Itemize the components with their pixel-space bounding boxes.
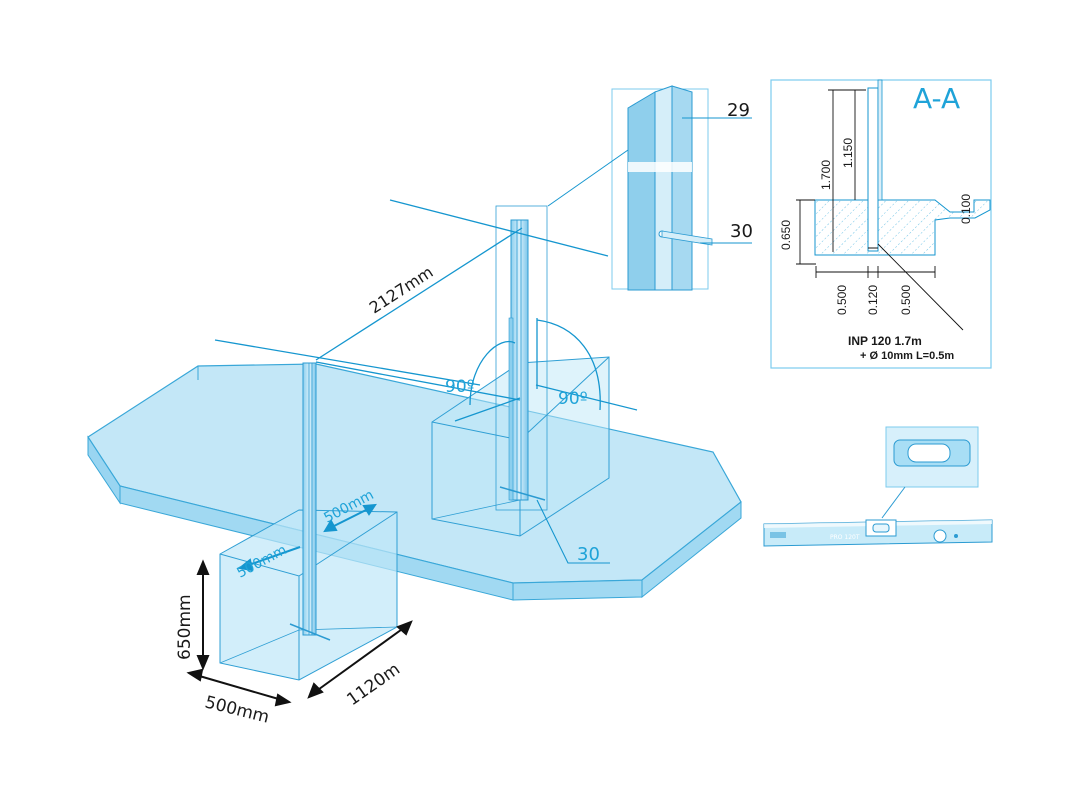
dimension-arrows-blue — [237, 503, 377, 572]
section-dim-1700: 1.700 — [819, 160, 833, 190]
section-note-line2: + Ø 10mm L=0.5m — [860, 350, 954, 362]
construction-lines — [214, 199, 638, 422]
post-left — [289, 362, 331, 641]
footing-depth-front-label: 500mm — [203, 692, 271, 727]
section-note-line1: INP 120 1.7m — [848, 334, 922, 348]
footing-length-label: 1120m — [343, 659, 403, 710]
callout-29-label: 29 — [727, 100, 750, 121]
spirit-level — [763, 426, 993, 547]
section-dim-1150: 1.150 — [841, 138, 855, 168]
section-dim-0500-right: 0.500 — [899, 285, 913, 315]
angle-left-label: 90º — [445, 377, 475, 397]
callout-30-detail-label: 30 — [730, 221, 753, 242]
section-dim-0500-left: 0.500 — [835, 285, 849, 315]
post-right — [499, 219, 546, 501]
concrete-slab — [87, 363, 742, 601]
section-a-a-panel — [770, 79, 992, 369]
detail-post-view — [547, 85, 752, 291]
section-title: A-A — [913, 82, 960, 115]
section-dim-0100: 0.100 — [959, 194, 973, 224]
level-brand-label: PRO 120T — [830, 534, 860, 541]
angle-arcs — [469, 319, 601, 411]
callout-30-base-leader — [536, 499, 610, 564]
callout-30-base-label: 30 — [577, 544, 600, 565]
angle-right-label: 90º — [558, 389, 588, 409]
footing-height-label: 650mm — [175, 594, 195, 660]
section-dim-0650: 0.650 — [779, 220, 793, 250]
section-dim-0120: 0.120 — [866, 285, 880, 315]
dimension-arrows — [186, 559, 413, 707]
